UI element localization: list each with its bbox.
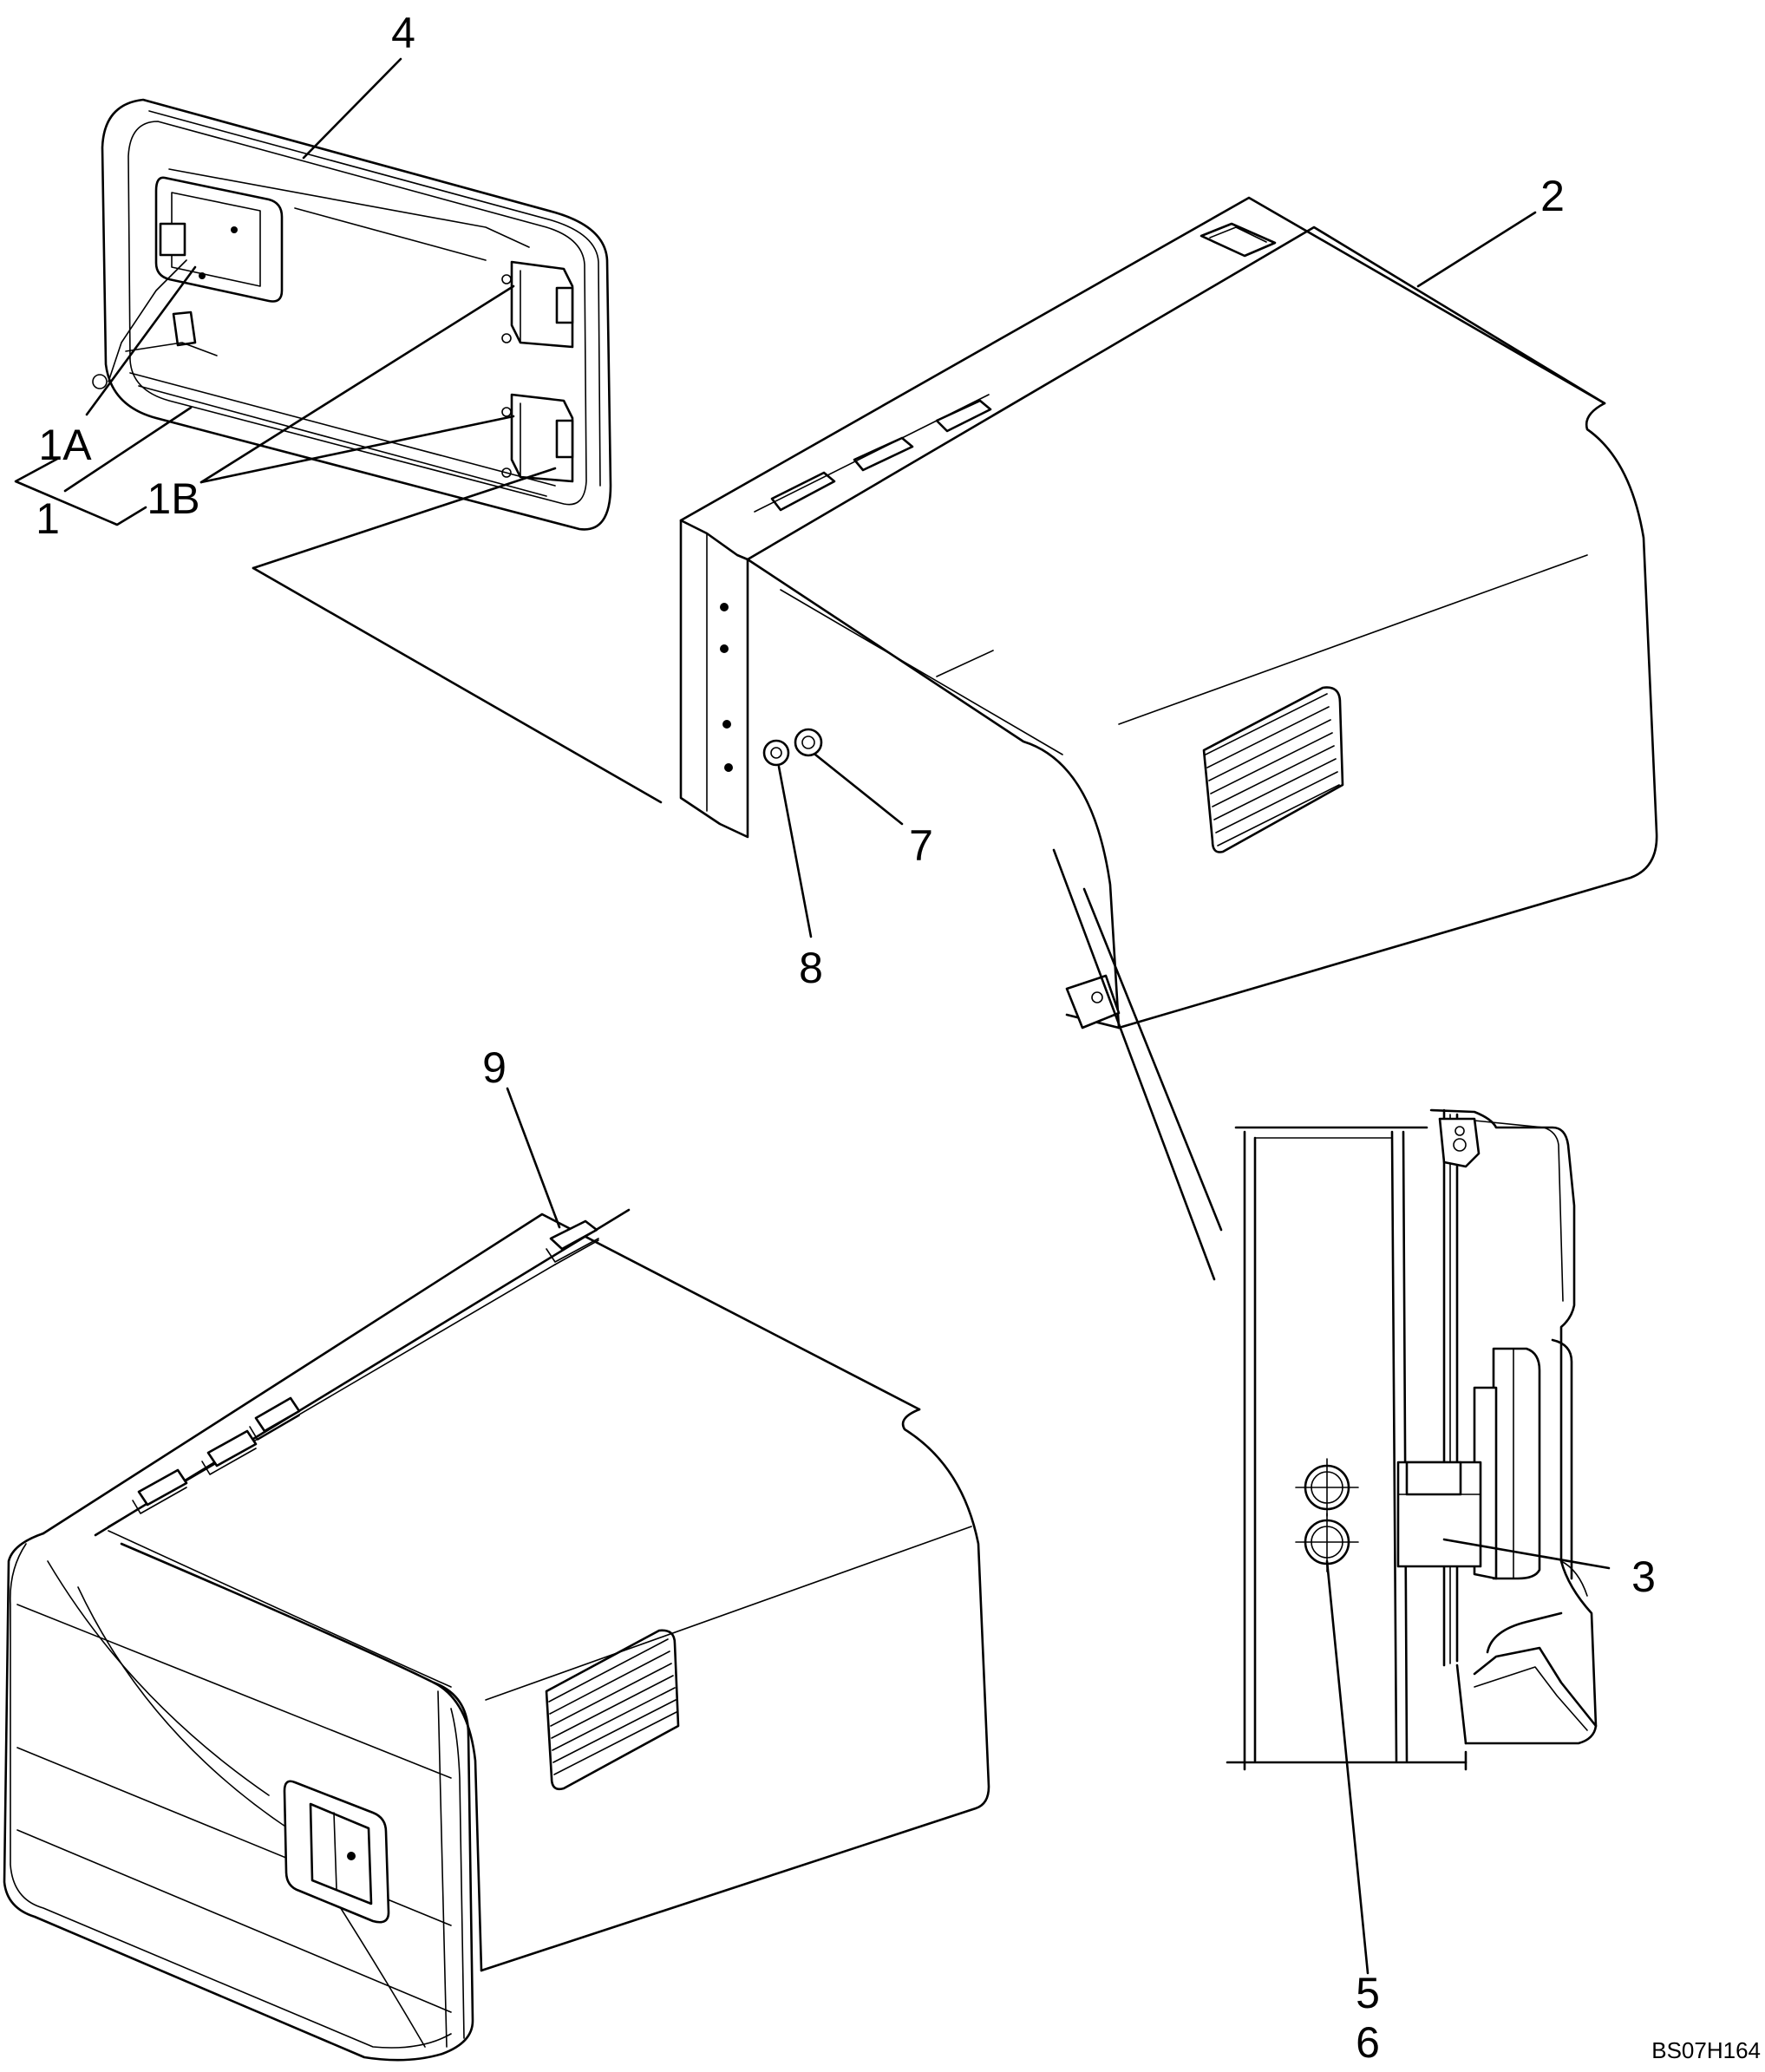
hinge-upper [501,260,574,349]
callout-2: 2 [1540,172,1565,220]
leader-lines-door [14,57,663,804]
callout-1A: 1A [38,421,92,469]
assembled-view [3,1208,990,2062]
callout-3: 3 [1631,1552,1656,1601]
figure-code: BS07H164 [1651,2037,1761,2063]
hinge-lower [501,393,574,483]
assembled-vent [545,1629,680,1791]
door-panel-assembly [92,98,612,531]
leader-line-9 [506,1087,561,1229]
housing-assembly [679,196,1658,1029]
leader-lines-section [1325,1538,1611,1975]
callout-8: 8 [799,944,823,992]
callout-7: 7 [909,821,933,870]
callout-1B: 1B [147,474,199,523]
callout-5: 5 [1356,1969,1380,2017]
callout-1: 1 [36,494,60,543]
callout-9: 9 [482,1043,507,1092]
housing-vent [1202,686,1344,853]
callout-4: 4 [391,9,415,57]
section-view [1226,1108,1598,1771]
leader-lines-housing [777,211,1537,1281]
callout-6: 6 [1356,2018,1380,2067]
